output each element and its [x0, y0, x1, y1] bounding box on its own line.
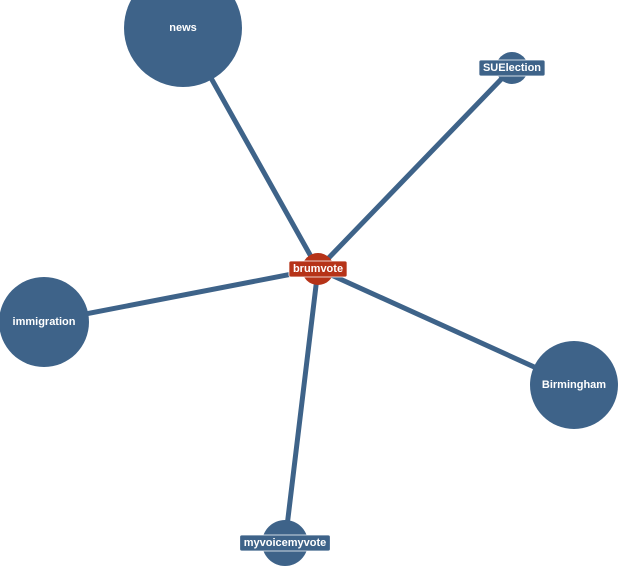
edge-brumvote-SUElection: [315, 65, 515, 272]
node-circle-Birmingham[interactable]: [530, 341, 618, 429]
node-label-box-myvoicemyvote: [239, 534, 331, 552]
node-circle-immigration[interactable]: [0, 277, 89, 367]
node-label-box-brumvote: [288, 260, 348, 278]
edge-brumvote-Birmingham: [315, 266, 577, 388]
node-circle-news[interactable]: [124, 0, 242, 87]
node-news[interactable]: news: [124, 0, 242, 87]
node-label-box-SUElection: [478, 59, 546, 77]
edge-brumvote-immigration: [41, 266, 321, 325]
node-SUElection[interactable]: SUElection: [478, 52, 546, 84]
node-myvoicemyvote[interactable]: myvoicemyvote: [239, 520, 331, 566]
edges-layer: [41, 25, 577, 546]
edge-brumvote-myvoicemyvote: [282, 266, 321, 546]
node-immigration[interactable]: immigration: [0, 277, 89, 367]
node-Birmingham[interactable]: Birmingham: [530, 341, 618, 429]
